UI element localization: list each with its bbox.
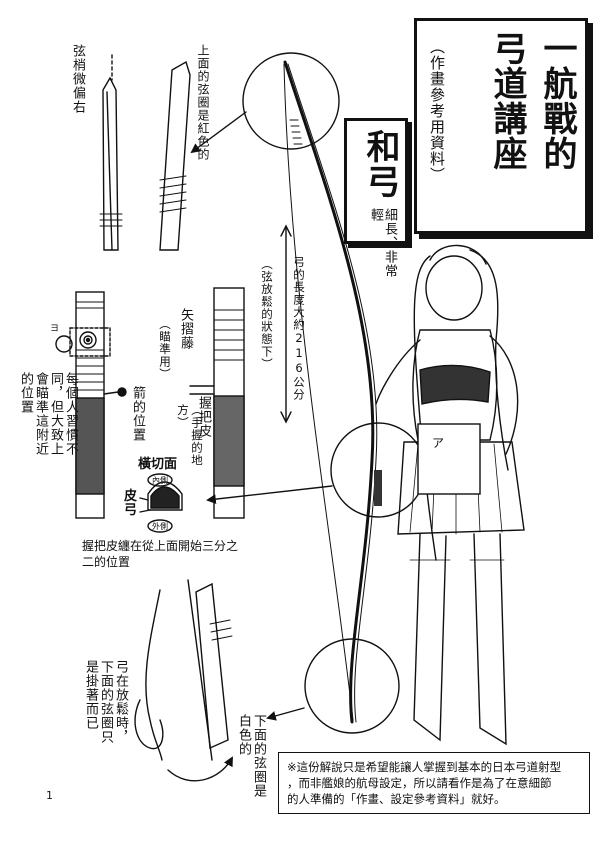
disclaimer-note: ※這份解說只是希望能讓人掌握到基本的日本弓道射型 ，而非艦娘的航母設定，所以請看…	[278, 752, 590, 814]
label-bow: 弓	[124, 503, 138, 518]
label-arrow-position: 箭的位置	[130, 386, 145, 442]
label-grip-position: 握把皮纏在從上面開始三分之二的位置	[82, 539, 239, 569]
label-bow-length-note: （弦放鬆的狀態下）	[260, 258, 274, 371]
title-line-1: 一航戰的	[537, 31, 577, 171]
label-grip-leather: 握把皮	[196, 396, 211, 438]
bottom-detail-circle	[304, 638, 400, 734]
character-hair	[413, 249, 509, 561]
label-outer-side: 外側	[152, 522, 168, 531]
label-aim-use: （瞄準用）	[158, 318, 172, 381]
title-subtitle: （作畫參考用資料）	[428, 39, 446, 183]
label-inner-side: 內側	[152, 476, 168, 485]
label-cross-section: 橫切面	[138, 457, 178, 472]
character-legs	[413, 533, 507, 746]
bow-type-box: 和弓	[344, 118, 408, 244]
title-box: 一航戰的 弓道講座 （作畫參考用資料）	[414, 18, 588, 234]
label-bow-length: 弓的長度大約216公分	[292, 256, 306, 401]
bow-type-label: 和弓	[360, 129, 400, 199]
character-torso	[412, 329, 498, 441]
title-line-2: 弓道講座	[487, 31, 527, 171]
label-grip-place: （手握的地方）	[176, 404, 204, 467]
label-habit-note: 每個人習慣不同，但大致上會瞄準這附近的位置	[18, 372, 78, 456]
label-thin-light: 細長、非常輕	[368, 208, 397, 278]
label-leather: 皮	[124, 489, 138, 504]
label-arrow-rattan: 矢摺藤	[178, 308, 193, 350]
label-string-tip: 弦梢微偏右	[70, 44, 85, 114]
label-eye-mark: ヨ	[50, 324, 60, 334]
note-line-3: 的人準備的「作畫、設定參考資料」就好。	[287, 792, 506, 806]
label-upper-loop: 上面的弦圈是紅色的	[196, 44, 210, 161]
label-loose-string: 弓在放鬆時，下面的弦圈只是掛著而已	[83, 660, 128, 744]
note-line-2: ，而非艦娘的航母設定，所以請看作是為了在意細節	[287, 776, 552, 790]
note-line-1: ※這份解說只是希望能讓人掌握到基本的日本弓道射型	[287, 760, 562, 774]
label-lower-loop: 下面的弦圈是白色的	[236, 714, 266, 798]
character-face	[425, 255, 483, 321]
top-detail-circle	[242, 52, 340, 150]
bow-string-illustration	[283, 63, 354, 721]
main-bow-illustration	[283, 60, 375, 724]
page-number: 1	[46, 789, 53, 802]
label-badge: ア	[432, 436, 445, 450]
